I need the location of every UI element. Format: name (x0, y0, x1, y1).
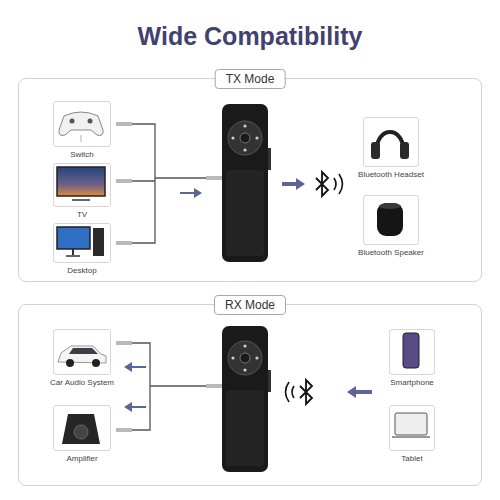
adapter-control (228, 121, 262, 155)
desktop-base (66, 255, 80, 257)
adapter-texture (226, 170, 264, 256)
device-label: Smartphone (360, 378, 464, 387)
adapter-side-button (268, 148, 271, 170)
flow-arrow (124, 402, 146, 412)
adapter-center-button (240, 133, 250, 143)
tablet-base (392, 436, 430, 438)
jack-plug (206, 384, 222, 388)
car-wheel (66, 359, 74, 367)
device-label: Bluetooth Headset (334, 170, 448, 179)
device-box: Bluetooth Headset (363, 117, 419, 167)
button-mark (243, 344, 246, 347)
amplifier-cone (74, 425, 88, 439)
jack-plug (116, 179, 132, 183)
headset-cup (400, 142, 409, 159)
adapter-center-button (240, 353, 250, 363)
jack-plug (116, 122, 132, 126)
device-box: Bluetooth Speaker (363, 195, 419, 245)
amplifier-icon (62, 414, 100, 444)
speaker-top (379, 203, 401, 209)
flow-arrow (347, 386, 372, 398)
device-label: Desktop (24, 266, 140, 275)
flow-arrow (180, 188, 202, 198)
button-mark (243, 148, 246, 151)
audio-cable (132, 124, 206, 243)
signal-waves (334, 174, 343, 194)
device-label: Tablet (360, 454, 464, 463)
adapter-side-button (268, 370, 271, 392)
device-box: TV (53, 163, 111, 207)
car-wheel (92, 359, 100, 367)
device-label: Switch (24, 150, 140, 159)
button-mark (255, 356, 258, 359)
tablet-icon (395, 413, 427, 435)
device-box: Smartphone (389, 329, 435, 375)
adapter-control (228, 341, 262, 375)
tv-stand (72, 199, 90, 201)
bluetooth-symbol (316, 172, 328, 196)
mode-panel: TX ModeSwitchTVDesktopBluetooth HeadsetB… (18, 78, 482, 282)
car-window (69, 348, 98, 354)
diagram-title: Wide Compatibility (0, 22, 500, 51)
mode-heading: RX Mode (214, 295, 286, 315)
gamepad-stick (70, 119, 75, 124)
tv-icon (57, 167, 105, 196)
adapter-body (222, 104, 268, 262)
button-mark (243, 368, 246, 371)
cable-wire (132, 124, 206, 243)
device-box: Tablet (389, 405, 435, 451)
desktop-tower (93, 228, 104, 256)
button-mark (231, 136, 234, 139)
mode-panel: RX ModeCar Audio SystemAmplifierSmartpho… (18, 304, 482, 486)
device-box: Amplifier (53, 405, 111, 451)
flow-arrow (282, 178, 305, 190)
gamepad-stick (88, 119, 93, 124)
jack-plug (116, 341, 132, 345)
desktop-monitor (57, 227, 90, 249)
bluetooth-symbol (300, 380, 312, 404)
jack-plug (206, 176, 222, 180)
speaker-icon (377, 203, 403, 236)
device-box: Car Audio System (53, 329, 111, 375)
button-mark (243, 124, 246, 127)
signal-waves (286, 382, 295, 402)
device-label: TV (24, 210, 140, 219)
device-label: Car Audio System (24, 378, 140, 387)
gamepad-icon (59, 112, 103, 135)
flow-arrow (124, 362, 146, 372)
device-label: Bluetooth Speaker (334, 248, 448, 257)
device-label: Amplifier (24, 454, 140, 463)
device-box: Switch (53, 101, 111, 147)
button-mark (231, 356, 234, 359)
gamepad-cable (81, 135, 82, 142)
smartphone-icon (403, 333, 419, 368)
mode-heading: TX Mode (215, 69, 286, 89)
desktop-stand (72, 249, 74, 255)
audio-cable (132, 343, 206, 430)
adapter-body (222, 326, 268, 472)
adapter-texture (226, 390, 264, 466)
jack-plug (116, 428, 132, 432)
headset-cup (371, 142, 380, 159)
button-mark (255, 136, 258, 139)
device-box: Desktop (53, 223, 111, 263)
jack-plug (116, 241, 132, 245)
headset-band (377, 132, 403, 148)
